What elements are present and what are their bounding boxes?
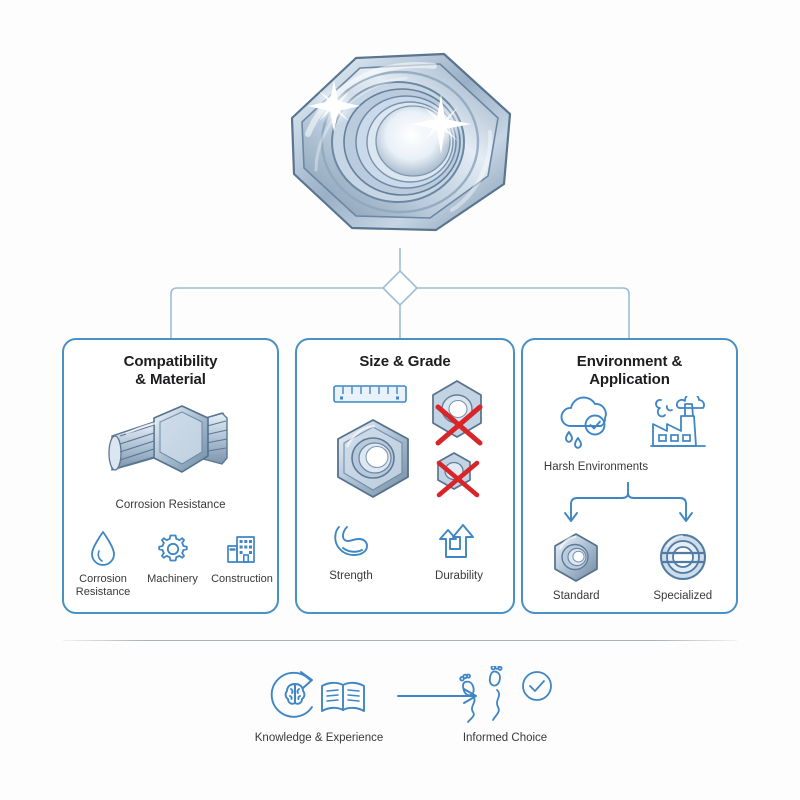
size-grade-items: Strength Durability bbox=[297, 513, 513, 583]
card-environment-application[interactable]: Environment & Application bbox=[521, 338, 738, 614]
card-body: Strength Durability bbox=[297, 371, 513, 589]
card-body: Harsh Environments bbox=[523, 390, 736, 608]
nut-type-row: Standard bbox=[523, 532, 736, 603]
hex-nut-wrong-small-icon bbox=[429, 445, 485, 506]
card-title: Compatibility & Material bbox=[64, 353, 277, 390]
item-label: Durability bbox=[435, 570, 483, 583]
card-title-line2: & Material bbox=[135, 371, 206, 389]
card-row: Compatibility & Material bbox=[0, 338, 800, 618]
card-title-line1: Size & Grade bbox=[359, 353, 451, 370]
building-icon bbox=[224, 528, 260, 570]
item-strength[interactable]: Strength bbox=[305, 513, 397, 583]
item-label: Standard bbox=[552, 589, 600, 602]
up-arrow-shield-icon bbox=[436, 513, 482, 563]
card-body: Corrosion Resistance Corrosion Resistanc… bbox=[64, 390, 277, 608]
mini-item-label: Corrosion Resistance bbox=[75, 572, 131, 598]
card-title: Environment & Application bbox=[523, 353, 736, 390]
item-standard[interactable]: Standard bbox=[528, 532, 624, 603]
mini-icon-row: Corrosion Resistance bbox=[70, 528, 275, 600]
mini-item-corrosion-resistance[interactable]: Corrosion Resistance bbox=[70, 528, 136, 600]
split-brace-arrows bbox=[523, 480, 736, 538]
factory-icon bbox=[647, 392, 711, 461]
choice-icons bbox=[453, 664, 557, 726]
environment-caption: Harsh Environments bbox=[543, 460, 649, 473]
mini-item-machinery[interactable]: Machinery bbox=[140, 528, 206, 586]
knowledge-icons bbox=[265, 664, 373, 726]
hex-nut-illustration bbox=[272, 28, 528, 260]
card-title-line2: Application bbox=[589, 371, 670, 389]
mini-item-label: Machinery bbox=[147, 572, 198, 585]
knowledge-label: Knowledge & Experience bbox=[254, 732, 384, 744]
bolt-and-nut-icon bbox=[96, 396, 246, 494]
right-arrow-icon bbox=[396, 686, 482, 711]
size-visuals bbox=[297, 375, 513, 505]
card-title: Size & Grade bbox=[297, 353, 513, 371]
footer-knowledge-group[interactable]: Knowledge & Experience bbox=[244, 664, 394, 745]
specialized-round-nut-icon bbox=[655, 532, 711, 582]
card-title-line1: Environment & bbox=[576, 353, 683, 370]
gear-icon bbox=[155, 528, 191, 570]
item-label: Strength bbox=[329, 570, 373, 583]
item-specialized[interactable]: Specialized bbox=[635, 532, 731, 603]
bolt-caption: Corrosion Resistance bbox=[115, 498, 226, 511]
section-divider bbox=[63, 640, 737, 641]
environment-icons bbox=[523, 392, 736, 456]
item-durability[interactable]: Durability bbox=[413, 513, 505, 583]
card-compatibility-material[interactable]: Compatibility & Material bbox=[62, 338, 279, 614]
footer-choice-group[interactable]: Informed Choice bbox=[430, 664, 580, 745]
water-drop-icon bbox=[89, 528, 117, 570]
ruler-icon bbox=[333, 383, 407, 410]
mini-item-label: Construction bbox=[211, 572, 273, 585]
branch-connector bbox=[0, 248, 800, 348]
item-label: Specialized bbox=[653, 589, 713, 602]
hex-nut-wrong-large-icon bbox=[423, 377, 491, 454]
hex-nut-correct-icon bbox=[327, 415, 419, 508]
mini-item-construction[interactable]: Construction bbox=[209, 528, 275, 586]
rain-cloud-check-icon bbox=[553, 394, 621, 461]
flexed-bicep-icon bbox=[329, 513, 373, 563]
card-size-grade[interactable]: Size & Grade bbox=[295, 338, 515, 614]
card-title-line1: Compatibility bbox=[123, 353, 218, 370]
footer-flow: Knowledge & Experience bbox=[0, 664, 800, 774]
choice-label: Informed Choice bbox=[462, 732, 548, 744]
standard-hex-nut-icon bbox=[548, 532, 604, 582]
